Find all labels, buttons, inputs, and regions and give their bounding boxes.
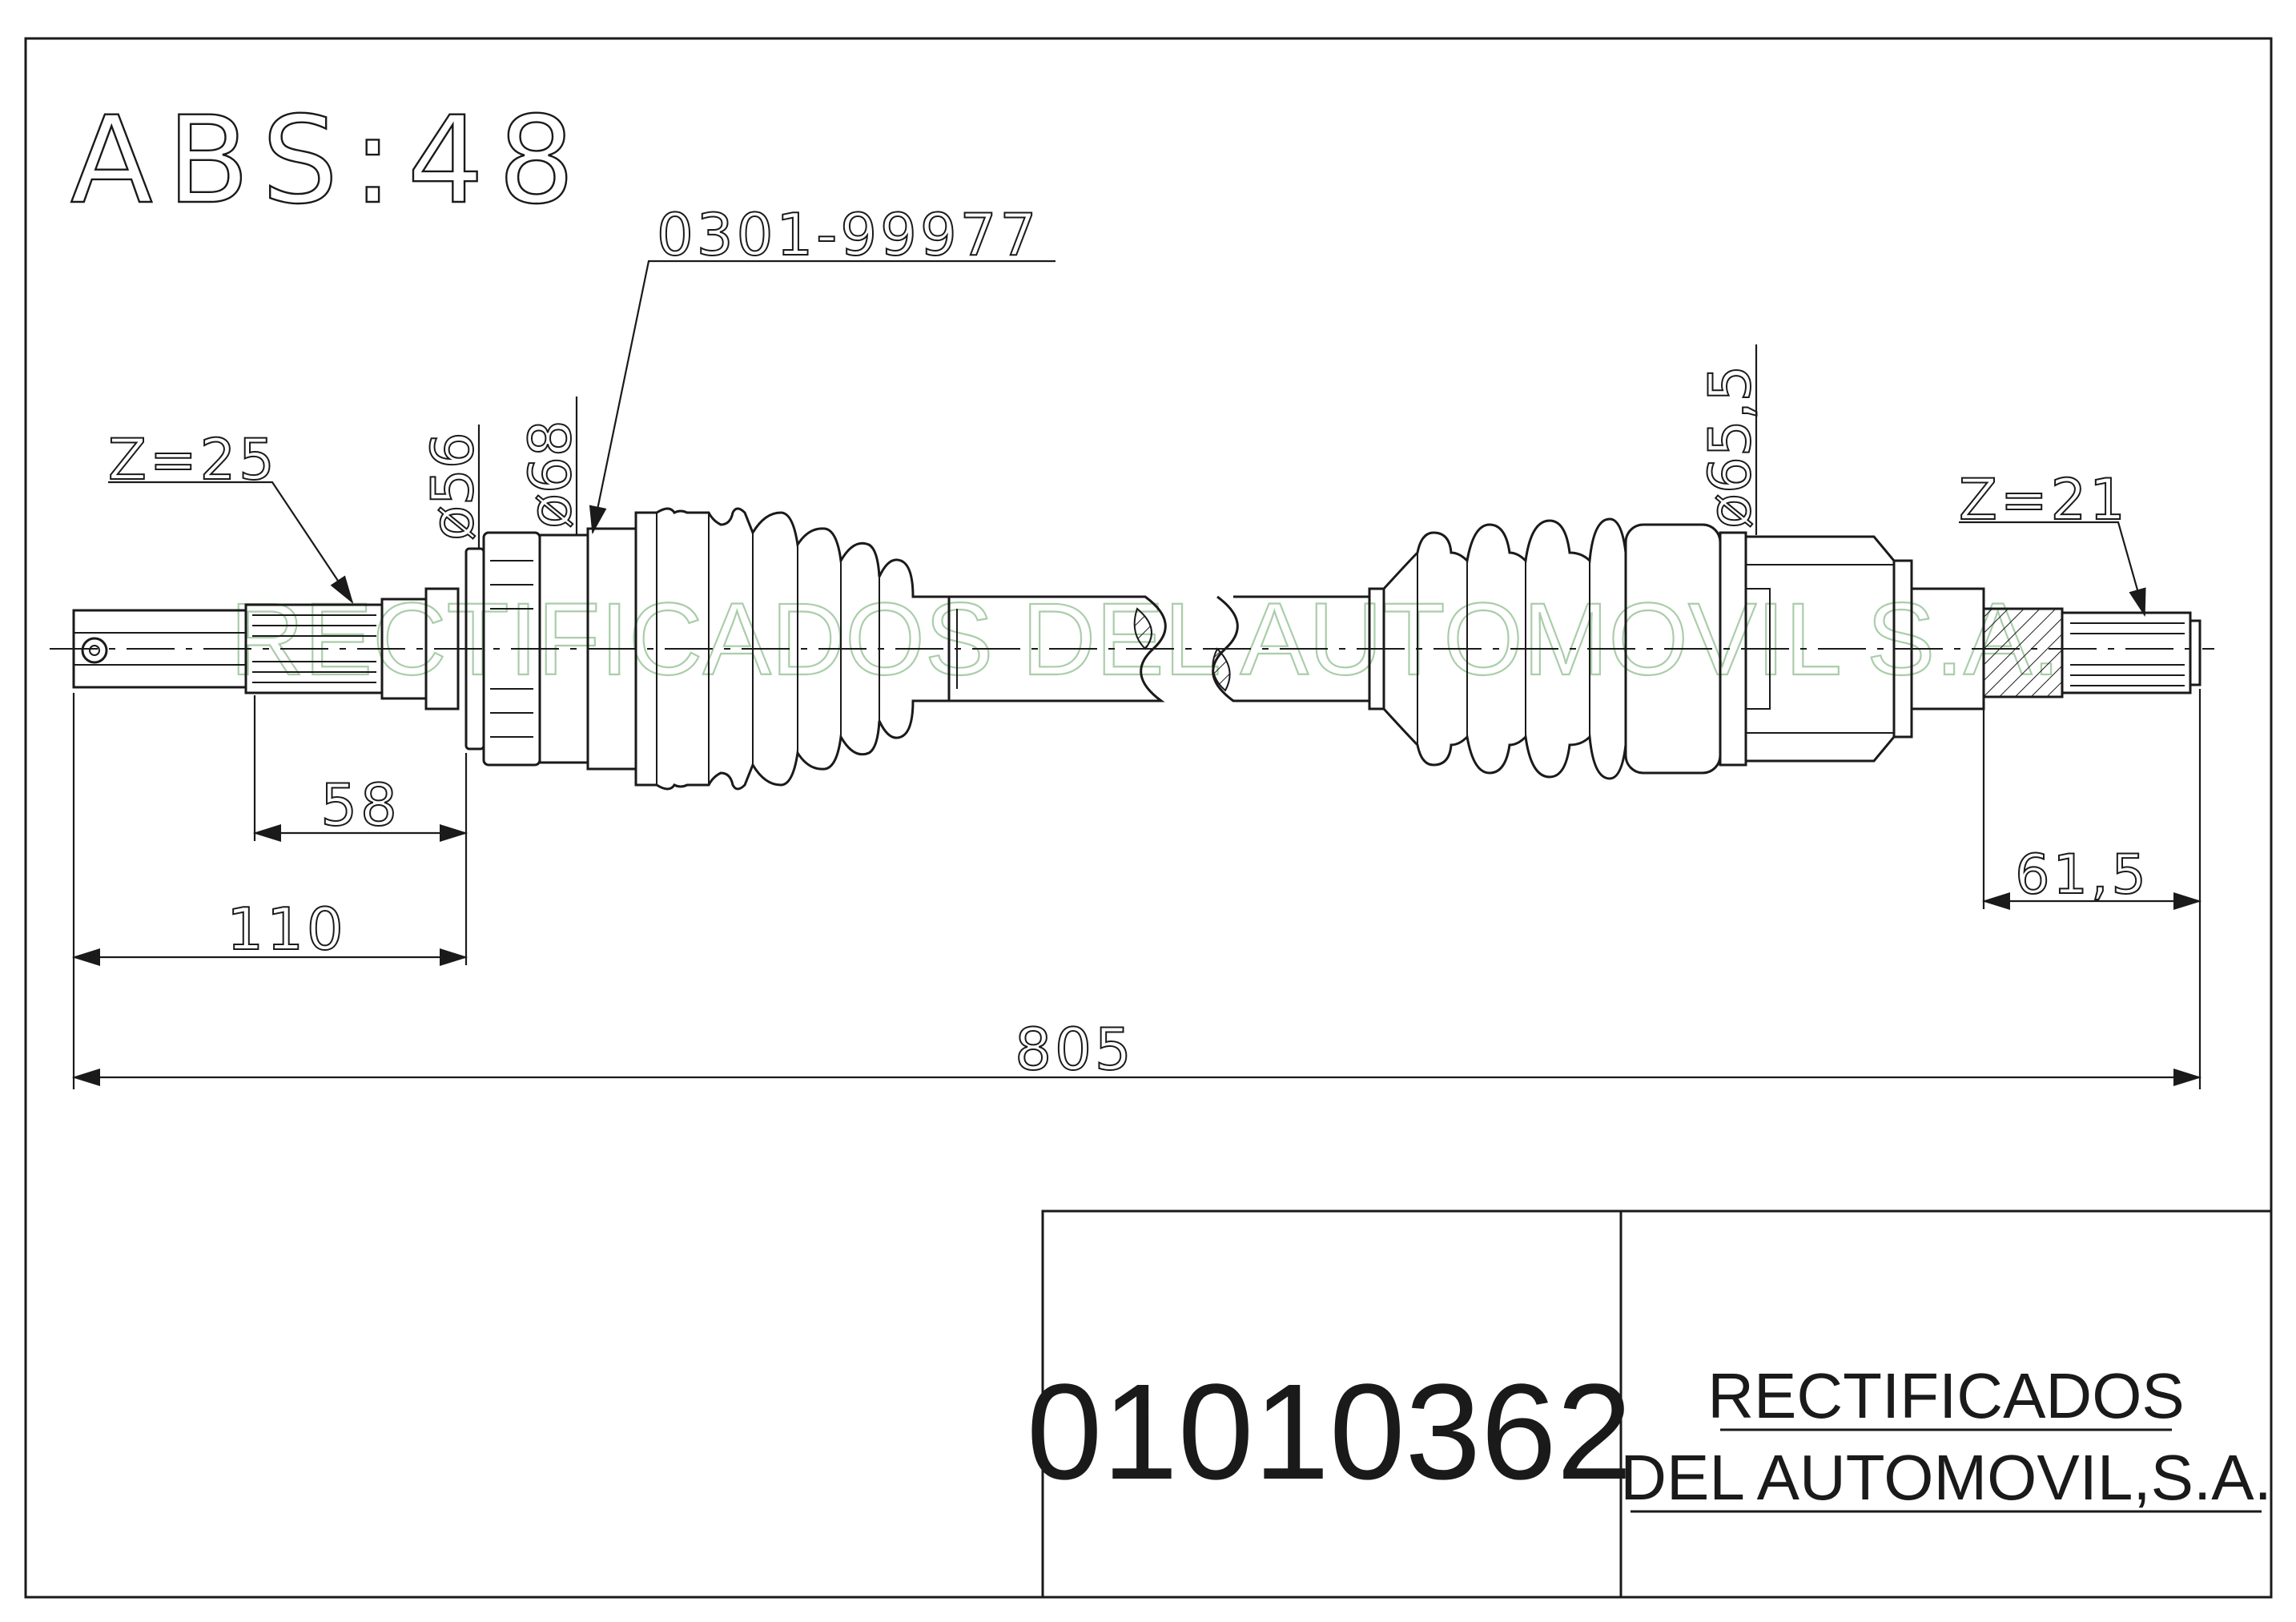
left-spline <box>244 587 460 710</box>
diameter-56: ø56 <box>419 432 486 541</box>
dimension-110: 110 <box>227 896 346 963</box>
dimension-58: 58 <box>320 771 400 839</box>
title-block: 01010362 RECTIFICADOS DEL AUTOMOVIL,S.A. <box>1027 1209 2273 1599</box>
annotations: Z=25 ø56 ø68 0301-99977 ø65,5 Z=21 58 11… <box>71 200 2202 1089</box>
dimension-805: 805 <box>1015 1016 1134 1083</box>
stub-hole <box>81 637 108 664</box>
shaft-bar <box>949 595 1371 702</box>
company-name-line2: DEL AUTOMOVIL,S.A. <box>1620 1442 2272 1513</box>
part-reference: 0301-99977 <box>657 201 1039 268</box>
inner-cv-joint <box>1624 523 1985 775</box>
dimension-61-5: 61,5 <box>2015 843 2149 907</box>
right-spline <box>1982 607 2202 698</box>
right-boot <box>1368 517 1627 780</box>
diameter-68: ø68 <box>517 420 584 529</box>
company-name-line1: RECTIFICADOS <box>1707 1360 2185 1431</box>
diameter-65-5: ø65,5 <box>1696 365 1763 529</box>
abs-label: ABS:48 <box>70 91 589 231</box>
part-number: 01010362 <box>1027 1356 1632 1508</box>
drive-shaft <box>50 507 2214 791</box>
